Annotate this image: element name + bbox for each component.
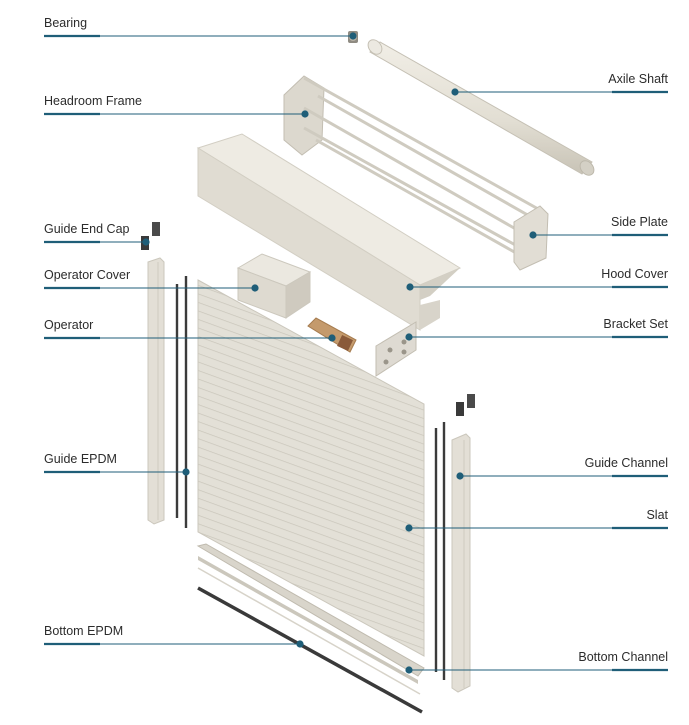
label-axile-shaft: Axile Shaft [608,72,668,86]
dot-bracket-set [405,333,413,341]
hood-cover-part [196,133,462,331]
dot-operator-cover [251,284,259,292]
label-headroom-frame: Headroom Frame [44,94,142,108]
label-bottom-channel: Bottom Channel [578,650,668,664]
label-operator: Operator [44,318,94,332]
dot-guide-channel [456,472,464,480]
bracket-set-part [375,321,417,377]
label-bottom-epdm: Bottom EPDM [44,624,124,638]
bottom-channel-part [196,543,425,695]
guide-epdm-right-part [434,422,446,680]
guide-end-cap-part-right [456,394,475,416]
guide-end-cap-part-left [141,222,160,250]
label-guide-epdm: Guide EPDM [44,452,117,466]
label-side-plate: Side Plate [611,215,668,229]
dot-bearing [349,32,357,40]
label-guide-end-cap: Guide End Cap [44,222,130,236]
axile-shaft-part [367,39,595,176]
label-underlines [44,34,668,672]
label-bearing: Bearing [44,16,88,30]
dot-headroom-frame [301,110,309,118]
dot-axile-shaft [451,88,459,96]
slat-curtain-part [197,279,425,657]
dot-hood-cover [406,283,414,291]
dot-operator [328,334,336,342]
guide-channel-left-part [147,257,165,525]
dot-bottom-epdm [296,640,304,648]
dot-guide-epdm [182,468,190,476]
dot-guide-end-cap [142,238,150,246]
label-bracket-set: Bracket Set [603,317,668,331]
label-operator-cover: Operator Cover [44,268,131,282]
label-guide-channel: Guide Channel [584,456,668,470]
headroom-frame-part [283,75,549,271]
dot-slat [405,524,413,532]
dot-side-plate [529,231,537,239]
guide-epdm-part [175,276,188,528]
label-slat: Slat [646,508,668,522]
operator-cover-part [236,253,312,319]
anchor-dots [142,32,537,674]
bottom-epdm-part [197,586,423,714]
guide-channel-right-part [451,433,471,693]
dot-bottom-channel [405,666,413,674]
label-hood-cover: Hood Cover [601,267,668,281]
